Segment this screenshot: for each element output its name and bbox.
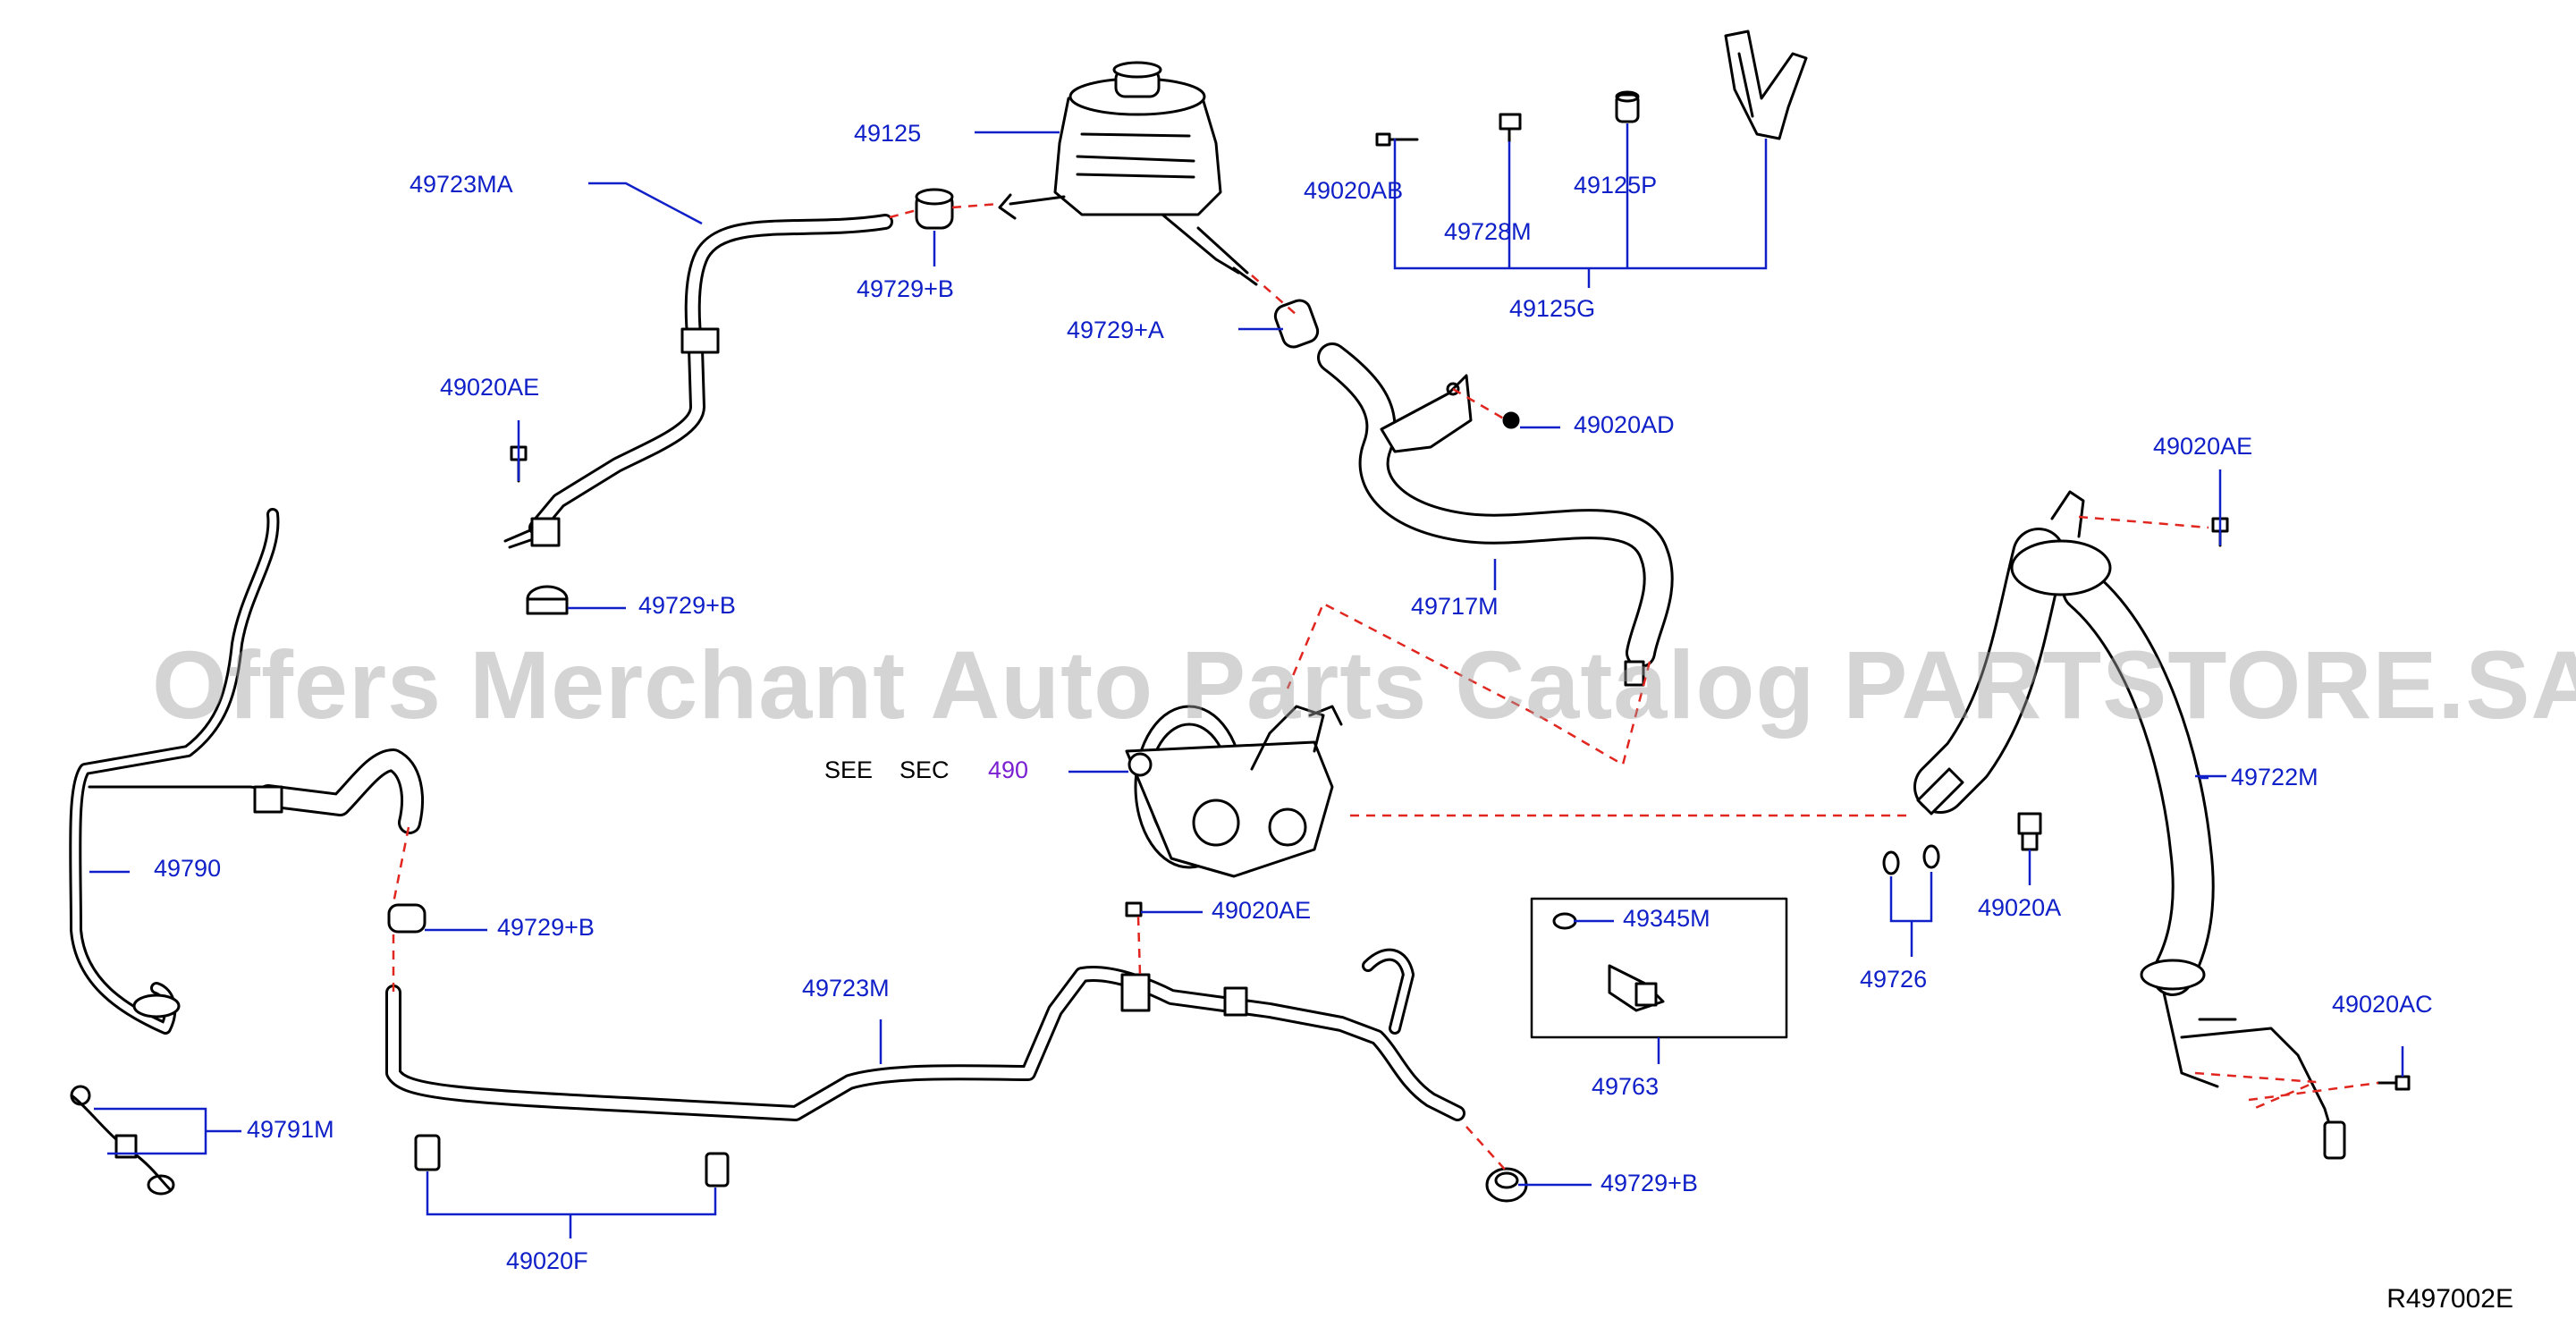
label-49020ae-right[interactable]: 49020AE — [2153, 433, 2253, 460]
assembly-dashes — [392, 202, 2379, 1172]
diagram-reference: R497002E — [2386, 1284, 2513, 1314]
label-49125[interactable]: 49125 — [854, 120, 922, 147]
label-49717m[interactable]: 49717M — [1411, 593, 1499, 620]
o-rings-49726[interactable] — [1882, 844, 1940, 875]
label-49723m[interactable]: 49723M — [802, 975, 890, 1002]
pressure-hose-49722m[interactable] — [1913, 490, 2346, 1160]
label-49020ae-center[interactable]: 49020AE — [1212, 897, 1312, 924]
label-49020a[interactable]: 49020A — [1978, 894, 2062, 921]
label-49020f[interactable]: 49020F — [506, 1247, 588, 1274]
see-label: SEE — [824, 756, 874, 783]
label-49729b-top[interactable]: 49729+B — [857, 275, 954, 302]
label-49728m[interactable]: 49728M — [1444, 218, 1532, 245]
label-49729a[interactable]: 49729+A — [1067, 317, 1164, 343]
grommet-49125p[interactable] — [1615, 90, 1640, 123]
sec-label: SEC — [899, 756, 950, 783]
power-steering-pump[interactable] — [1125, 705, 1343, 878]
label-49763[interactable]: 49763 — [1592, 1073, 1660, 1100]
label-49020ad[interactable]: 49020AD — [1574, 411, 1675, 438]
label-49791m[interactable]: 49791M — [247, 1116, 334, 1143]
label-49020ae-left[interactable]: 49020AE — [440, 374, 540, 401]
label-49729b-mid[interactable]: 49729+B — [638, 592, 736, 619]
bolt-49020ac[interactable] — [2377, 1075, 2411, 1091]
label-49020ab[interactable]: 49020AB — [1304, 177, 1404, 204]
grommet-49728m[interactable] — [1499, 113, 1522, 143]
union-bolt-49020a[interactable] — [2017, 812, 2042, 851]
cooler-tube-49790[interactable] — [69, 508, 424, 1035]
return-hose-49723ma[interactable] — [503, 214, 893, 549]
reservoir-bracket[interactable] — [1724, 30, 1808, 140]
pressure-switch-49763[interactable] — [1530, 897, 1788, 1039]
suction-hose-49717m[interactable] — [1317, 342, 1674, 687]
label-49125p[interactable]: 49125P — [1574, 172, 1658, 199]
section-490-link[interactable]: 490 — [988, 756, 1029, 783]
label-49726[interactable]: 49726 — [1860, 966, 1928, 993]
label-49729b-left[interactable]: 49729+B — [497, 914, 595, 941]
clip-49020f-left[interactable] — [414, 1134, 441, 1171]
label-49729b-bottom[interactable]: 49729+B — [1600, 1170, 1698, 1196]
label-49125g[interactable]: 49125G — [1509, 295, 1596, 322]
label-49345m[interactable]: 49345M — [1623, 905, 1710, 932]
label-49723ma[interactable]: 49723MA — [410, 171, 513, 198]
watermark: Offers Merchant Auto Parts Catalog PARTS… — [152, 630, 2576, 739]
reservoir-tank[interactable] — [998, 61, 1258, 286]
clamp-set-49791m[interactable] — [70, 1085, 175, 1196]
clip-49020f-right[interactable] — [705, 1152, 730, 1188]
leader-lines — [89, 123, 2404, 1238]
hose-clamp-49729b-mid[interactable] — [526, 585, 569, 615]
hose-clamp-49729b-top[interactable] — [915, 188, 954, 230]
hose-clamp-49729a[interactable] — [1272, 298, 1321, 351]
label-49722m[interactable]: 49722M — [2231, 764, 2318, 790]
bolt-49020ab[interactable] — [1375, 132, 1419, 147]
hose-clamp-49729b-left[interactable] — [387, 903, 427, 934]
label-49790[interactable]: 49790 — [154, 855, 222, 882]
bolt-49020ad[interactable] — [1502, 411, 1520, 429]
label-49020ac[interactable]: 49020AC — [2332, 991, 2433, 1018]
return-tube-49723m[interactable] — [385, 901, 1465, 1121]
